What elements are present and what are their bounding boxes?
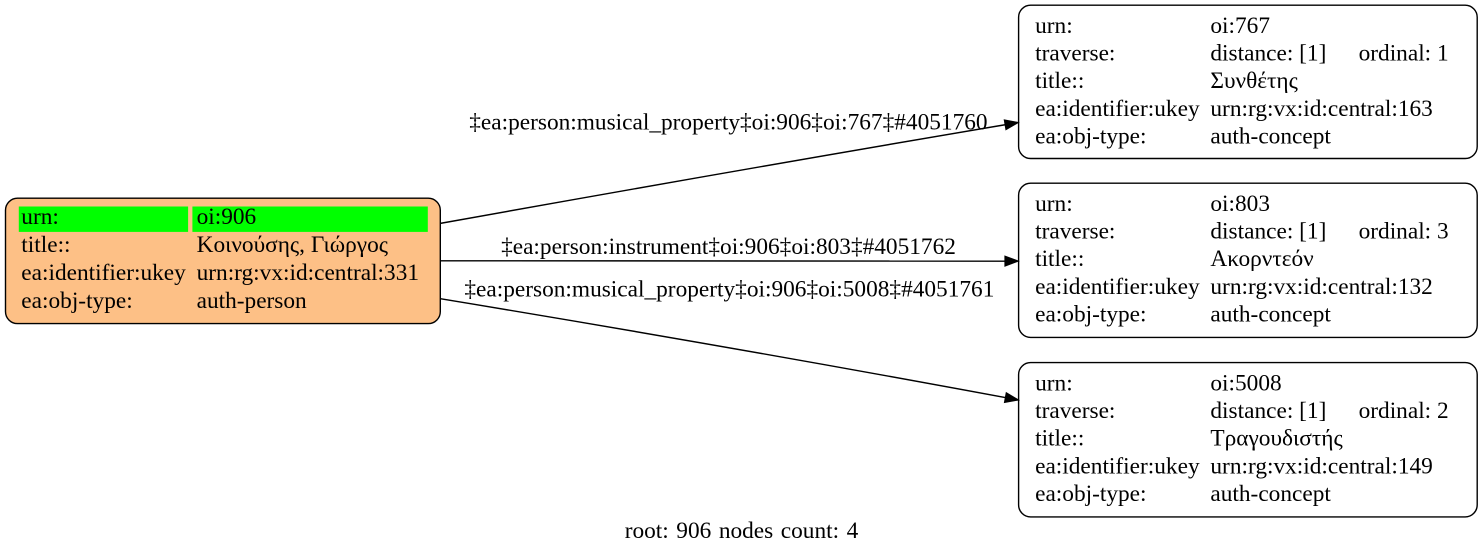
svg-text:ordinal: 1: ordinal: 1 [1359,41,1449,67]
svg-text:ordinal: 3: ordinal: 3 [1359,219,1449,245]
svg-text:ea:identifier:ukey: ea:identifier:ukey [21,260,186,286]
svg-text:Τραγουδιστής: Τραγουδιστής [1210,426,1343,452]
svg-text:distance: [1]: distance: [1] [1210,41,1326,67]
svg-text:distance: [1]: distance: [1] [1210,219,1326,245]
svg-text:‡ea:person:musical_property‡oi: ‡ea:person:musical_property‡oi:906‡oi:76… [469,109,987,135]
svg-text:oi:803: oi:803 [1210,191,1270,217]
svg-text:ea:identifier:ukey: ea:identifier:ukey [1035,96,1200,122]
svg-text:auth-concept: auth-concept [1210,481,1331,507]
svg-text:title::: title:: [1035,426,1084,452]
svg-text:ea:obj-type:: ea:obj-type: [1035,481,1146,507]
svg-text:urn:rg:vx:id:central:163: urn:rg:vx:id:central:163 [1210,96,1432,122]
svg-text:urn:: urn: [21,204,59,230]
svg-text:root: 906 nodes count: 4: root: 906 nodes count: 4 [625,518,859,544]
svg-text:title::: title:: [21,232,70,258]
svg-text:ea:obj-type:: ea:obj-type: [1035,124,1146,150]
svg-text:urn:: urn: [1035,191,1073,217]
svg-text:urn:rg:vx:id:central:132: urn:rg:vx:id:central:132 [1210,274,1432,300]
svg-text:auth-concept: auth-concept [1210,124,1331,150]
svg-text:auth-concept: auth-concept [1210,302,1331,328]
svg-text:urn:rg:vx:id:central:149: urn:rg:vx:id:central:149 [1210,453,1432,479]
svg-text:ea:identifier:ukey: ea:identifier:ukey [1035,274,1200,300]
svg-text:urn:rg:vx:id:central:331: urn:rg:vx:id:central:331 [197,260,419,286]
svg-text:oi:767: oi:767 [1210,13,1270,39]
svg-text:distance: [1]: distance: [1] [1210,398,1326,424]
svg-text:‡ea:person:instrument‡oi:906‡o: ‡ea:person:instrument‡oi:906‡oi:803‡#405… [501,234,956,260]
svg-text:traverse:: traverse: [1035,219,1115,245]
svg-text:‡ea:person:musical_property‡oi: ‡ea:person:musical_property‡oi:906‡oi:50… [464,277,994,303]
svg-text:auth-person: auth-person [197,288,307,314]
svg-text:oi:906: oi:906 [197,204,257,230]
svg-text:traverse:: traverse: [1035,41,1115,67]
svg-text:ea:obj-type:: ea:obj-type: [21,288,132,314]
svg-text:title::: title:: [1035,246,1084,272]
svg-text:ea:obj-type:: ea:obj-type: [1035,302,1146,328]
svg-text:urn:: urn: [1035,13,1073,39]
svg-text:traverse:: traverse: [1035,398,1115,424]
svg-text:oi:5008: oi:5008 [1210,370,1281,396]
svg-text:Κοινούσης, Γιώργος: Κοινούσης, Γιώργος [197,232,389,258]
svg-text:Ακορντεόν: Ακορντεόν [1210,246,1313,272]
svg-text:urn:: urn: [1035,370,1073,396]
svg-text:title::: title:: [1035,68,1084,94]
svg-text:ea:identifier:ukey: ea:identifier:ukey [1035,453,1200,479]
svg-text:Συνθέτης: Συνθέτης [1210,68,1298,94]
svg-text:ordinal: 2: ordinal: 2 [1359,398,1449,424]
